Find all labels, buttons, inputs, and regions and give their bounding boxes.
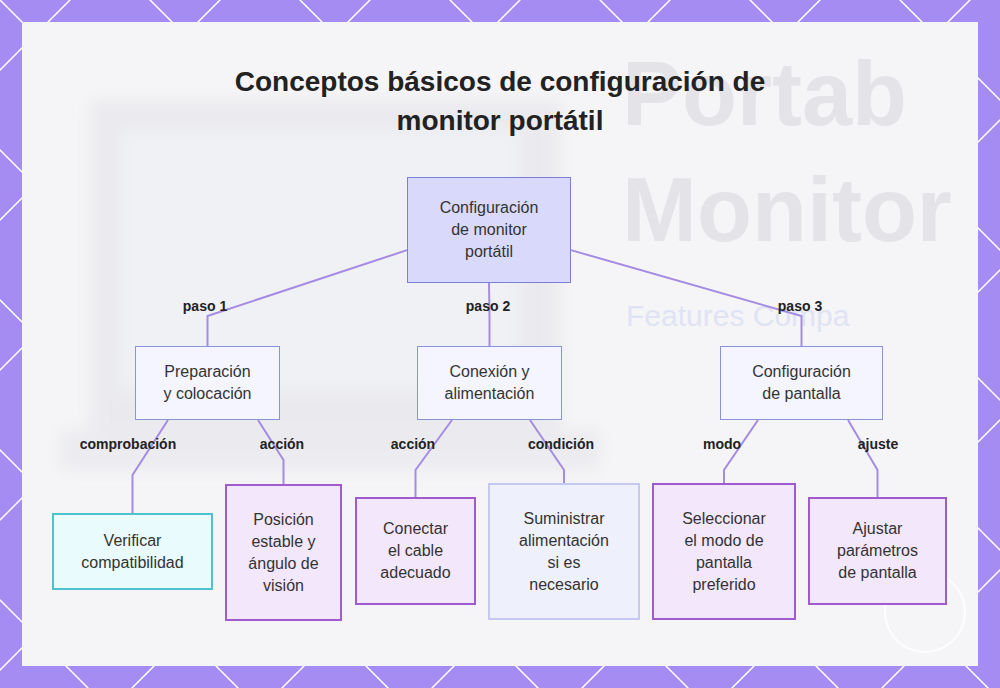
- diagram-title: Conceptos básicos de configuración de mo…: [230, 62, 770, 140]
- edge-label: paso 1: [183, 298, 227, 314]
- connector-line: [848, 420, 878, 497]
- node-text: Configuración de monitor portátil: [433, 197, 545, 263]
- laptop-base: [60, 430, 600, 470]
- edge-label: acción: [391, 436, 435, 452]
- connector-line: [133, 420, 169, 513]
- node-text: Seleccionar el modo de pantalla preferid…: [677, 508, 772, 596]
- connector-line: [258, 420, 284, 484]
- process-box: Configuración de pantalla: [720, 346, 883, 420]
- connector-line: [416, 420, 453, 497]
- process-box: Conectar el cable adecuado: [355, 497, 476, 605]
- panel: [22, 22, 978, 666]
- root-box: Configuración de monitor portátil: [407, 177, 571, 283]
- edge-label: paso 3: [778, 298, 822, 314]
- connector-line: [488, 283, 491, 346]
- edge-label: paso 2: [466, 298, 510, 314]
- process-box: Preparación y colocación: [135, 346, 280, 420]
- process-box: Seleccionar el modo de pantalla preferid…: [652, 483, 796, 620]
- node-text: Suministrar alimentación si es necesario: [514, 508, 614, 596]
- process-box: Verificar compatibilidad: [52, 513, 213, 590]
- watermark-text: Monitor: [622, 160, 952, 260]
- process-box: Suministrar alimentación si es necesario: [488, 483, 640, 620]
- node-text: Posición estable y ángulo de visión: [238, 509, 330, 597]
- node-text: Conexión y alimentación: [435, 361, 545, 405]
- process-box: Ajustar parámetros de pantalla: [808, 497, 947, 605]
- node-text: Preparación y colocación: [160, 361, 256, 405]
- connector-line: [208, 250, 408, 346]
- process-box: Posición estable y ángulo de visión: [225, 484, 342, 621]
- node-text: Ajustar parámetros de pantalla: [830, 518, 925, 584]
- node-text: Configuración de pantalla: [746, 361, 858, 405]
- node-text: Conectar el cable adecuado: [377, 518, 455, 584]
- edge-label: modo: [703, 436, 741, 452]
- blurred-photo: [60, 100, 600, 470]
- node-text: Verificar compatibilidad: [68, 530, 198, 574]
- process-box: Conexión y alimentación: [417, 346, 562, 420]
- edge-label: acción: [260, 436, 304, 452]
- edge-label: condición: [528, 436, 594, 452]
- edge-label: comprobación: [80, 436, 176, 452]
- edge-label: ajuste: [858, 436, 898, 452]
